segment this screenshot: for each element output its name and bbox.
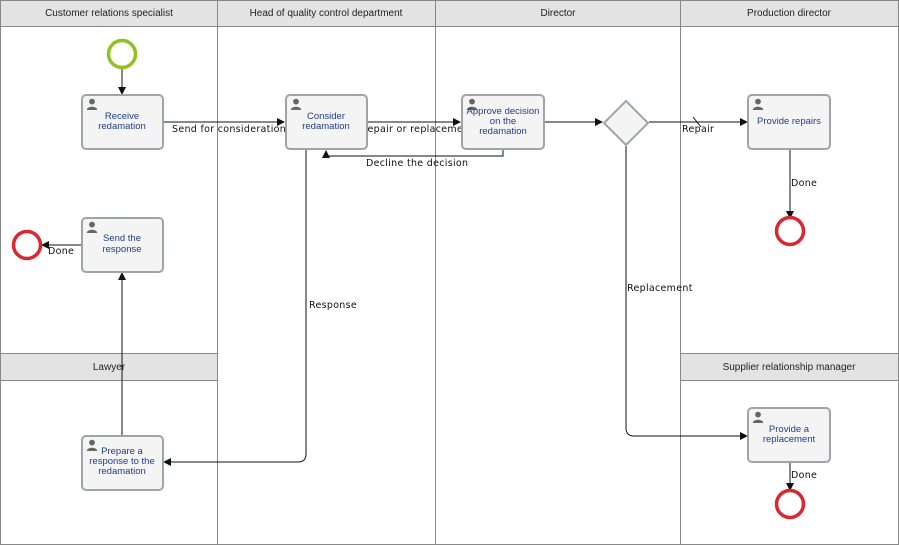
lane-title-production-director: Production director bbox=[747, 8, 832, 19]
task-consider-line-2: redamation bbox=[302, 121, 350, 132]
flow-response[interactable] bbox=[163, 150, 307, 466]
task-replacement-line-2: replacement bbox=[763, 434, 816, 445]
task-provide-replacement[interactable]: Provide a replacement bbox=[747, 407, 831, 463]
end-event-send[interactable] bbox=[11, 229, 43, 261]
task-prepare-line-3: redamation bbox=[98, 466, 146, 477]
task-approve-line-2: on the bbox=[490, 116, 516, 127]
task-approve-decision[interactable]: Approve decision on the redamation bbox=[461, 94, 545, 150]
task-approve-line-3: redamation bbox=[479, 126, 527, 137]
end-event-replacement[interactable] bbox=[774, 488, 806, 520]
task-provide-repairs[interactable]: Provide repairs bbox=[747, 94, 831, 150]
lane-title-lawyer: Lawyer bbox=[93, 362, 126, 373]
task-approve-line-1: Approve decision bbox=[467, 106, 540, 117]
label-response: Response bbox=[309, 300, 357, 311]
label-decline-the-decision: Decline the decision bbox=[366, 158, 468, 169]
default-flow-marker bbox=[692, 116, 702, 128]
flow-labels: Send for consideration Repair or replace… bbox=[48, 124, 817, 481]
task-send-line-1: Send the bbox=[103, 233, 141, 244]
lane-title-director: Director bbox=[540, 8, 576, 19]
task-prepare-response[interactable]: Prepare a response to the redamation bbox=[81, 435, 164, 491]
label-done-repairs: Done bbox=[791, 178, 817, 189]
lane-title-head-quality: Head of quality control department bbox=[250, 8, 403, 19]
task-repairs-line-1: Provide repairs bbox=[757, 116, 821, 127]
end-event-repairs[interactable] bbox=[774, 215, 806, 247]
lane-title-supplier-manager: Supplier relationship manager bbox=[723, 362, 857, 373]
label-repair-or-replacement: Repair or replacement bbox=[361, 124, 473, 135]
task-prepare-line-2: response to the bbox=[89, 456, 155, 467]
label-done-replacement: Done bbox=[791, 470, 817, 481]
task-receive[interactable]: Receive redamation bbox=[81, 94, 164, 150]
task-send-response[interactable]: Send the response bbox=[81, 217, 164, 273]
label-repair: Repair bbox=[682, 124, 714, 135]
label-send-for-consideration: Send for consideration bbox=[172, 124, 286, 135]
task-send-line-2: response bbox=[102, 244, 141, 255]
label-replacement: Replacement bbox=[627, 283, 693, 294]
task-prepare-line-1: Prepare a bbox=[101, 446, 143, 457]
exclusive-gateway[interactable] bbox=[602, 99, 650, 147]
flow-replacement[interactable] bbox=[625, 145, 748, 440]
task-consider[interactable]: Consider redamation bbox=[285, 94, 368, 150]
task-receive-line-2: redamation bbox=[98, 121, 146, 132]
start-event[interactable] bbox=[106, 38, 138, 70]
task-consider-line-1: Consider bbox=[307, 111, 345, 122]
label-done-send: Done bbox=[48, 246, 74, 257]
lane-title-customer-relations: Customer relations specialist bbox=[45, 8, 173, 19]
task-receive-line-1: Receive bbox=[105, 111, 139, 122]
flow-decline-the-decision[interactable] bbox=[322, 150, 504, 158]
task-replacement-line-1: Provide a bbox=[769, 424, 810, 435]
sequence-flows bbox=[41, 69, 794, 491]
